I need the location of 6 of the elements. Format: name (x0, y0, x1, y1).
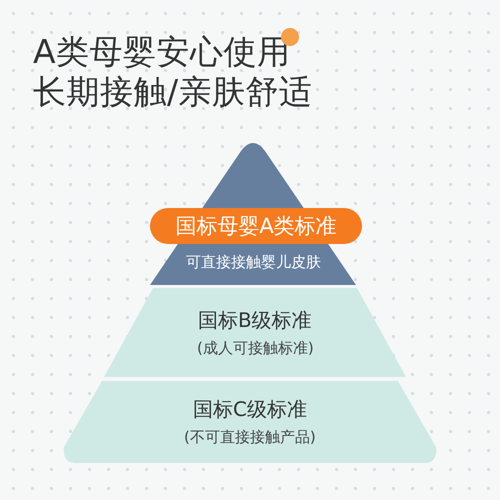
tier-note: (成人可接触标准) (197, 339, 314, 357)
tier-title: 国标C级标准 (193, 397, 307, 421)
tier-title: 国标B级标准 (198, 308, 312, 332)
tier-note: 可直接接触婴儿皮肤 (186, 253, 321, 271)
tier-note: (不可直接接触产品) (184, 428, 316, 446)
subheading: 长期接触/亲肤舒适 (33, 73, 313, 111)
